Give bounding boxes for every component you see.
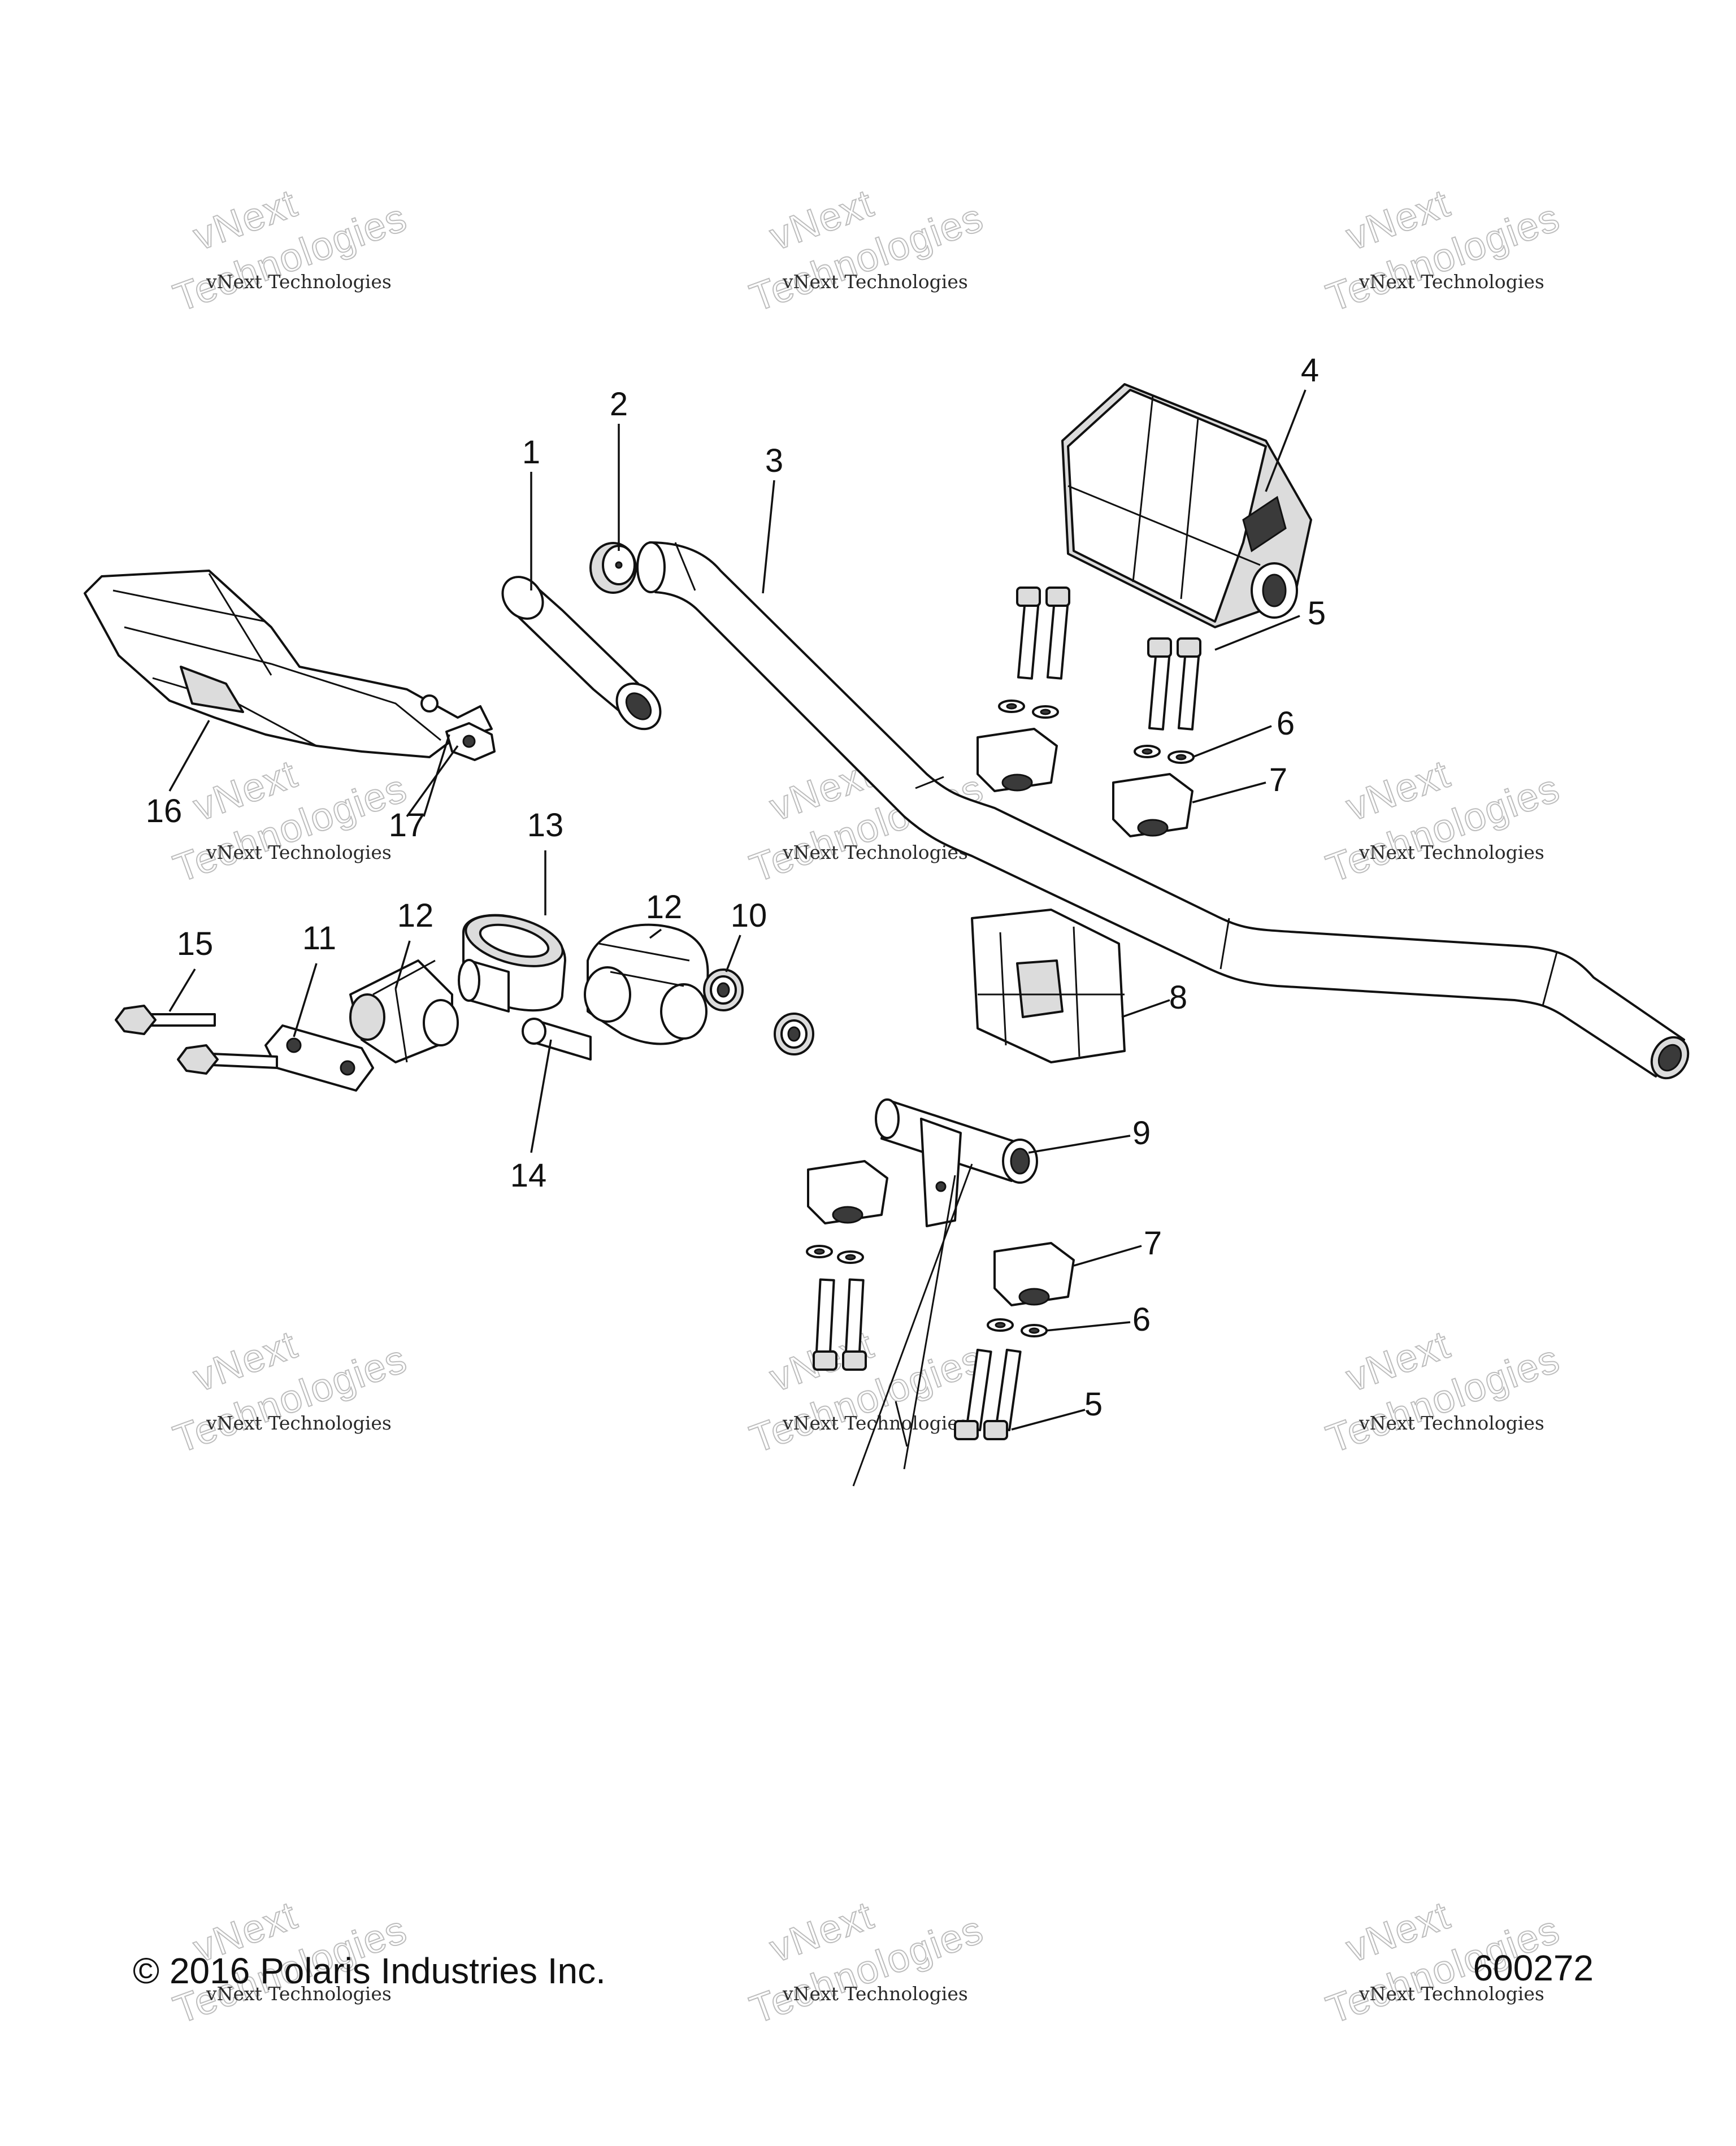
mount-clamp-right-part[interactable] — [584, 923, 709, 1045]
watermark-text: vNext Technologies — [206, 1412, 392, 1434]
watermark: vNext Technologies vNext Technologies — [1320, 751, 1566, 891]
callout-12: 12 — [646, 889, 683, 926]
watermark: vNext Technologies vNext Technologies — [744, 1322, 989, 1462]
watermark-text: vNext Technologies — [1359, 1412, 1544, 1434]
bar-end-cap-part[interactable] — [589, 542, 637, 594]
bar-clamps-upper-part[interactable] — [976, 728, 1194, 837]
mount-bolts-part[interactable] — [115, 1005, 278, 1075]
watermark-text: vNext Technologies — [1359, 1983, 1544, 2005]
footer: © 2016 Polaris Industries Inc. 600272 — [133, 1948, 1594, 1991]
callout-9: 9 — [1132, 1115, 1151, 1152]
callout-11: 11 — [302, 920, 336, 957]
watermark-text: vNext Technologies — [782, 271, 968, 293]
callout-7: 7 — [1269, 762, 1287, 798]
bolts-upper-part[interactable] — [1016, 587, 1201, 731]
bar-clamps-lower-part[interactable] — [807, 1160, 1075, 1306]
copyright-text: © 2016 Polaris Industries Inc. — [133, 1950, 606, 1991]
watermark: vNext Technologies vNext Technologies — [167, 180, 413, 320]
watermark-text: vNext Technologies — [206, 1983, 392, 2005]
callout-5: 5 — [1308, 595, 1326, 632]
callout-labels: 1 2 3 4 5 6 7 8 9 7 6 5 10 11 12 12 13 1… — [146, 352, 1326, 1423]
watermark: vNext Technologies vNext Technologies — [744, 1892, 989, 2032]
watermarks: vNext Technologies vNext Technologies vN… — [167, 180, 1566, 2032]
riser-block-part[interactable] — [971, 909, 1126, 1063]
spacers-part[interactable] — [458, 959, 592, 1061]
callout-6: 6 — [1277, 705, 1295, 742]
callout-7: 7 — [1144, 1225, 1162, 1262]
diagram-number: 600272 — [1473, 1948, 1594, 1988]
bar-pad-part[interactable] — [1061, 383, 1312, 628]
callout-15: 15 — [177, 926, 214, 962]
bolts-lower-part[interactable] — [813, 1278, 1022, 1440]
washers-lower-part[interactable] — [806, 1245, 1048, 1337]
callout-1: 1 — [522, 434, 540, 471]
watermark-text: vNext Technologies — [206, 271, 392, 293]
hand-guard-part[interactable] — [84, 570, 493, 758]
callout-17: 17 — [389, 807, 426, 844]
watermark: vNext Technologies vNext Technologies — [1320, 180, 1566, 320]
callout-4: 4 — [1301, 352, 1319, 389]
callout-8: 8 — [1169, 979, 1187, 1016]
bushings-part[interactable] — [703, 968, 814, 1055]
callout-3: 3 — [765, 442, 783, 479]
washers-upper-part[interactable] — [998, 700, 1195, 764]
leader-lines — [168, 389, 1307, 1431]
watermark-text: vNext Technologies — [1359, 841, 1544, 863]
callout-10: 10 — [731, 897, 767, 934]
mount-clamp-left-part[interactable] — [349, 959, 459, 1063]
watermark: vNext Technologies vNext Technologies — [167, 1322, 413, 1462]
watermark: vNext Technologies vNext Technologies — [167, 751, 413, 891]
watermark-text: vNext Technologies — [1359, 271, 1544, 293]
watermark-text: vNext Technologies — [206, 841, 392, 863]
handlebar-part[interactable] — [636, 541, 1695, 1085]
hand-guard-clamp-part[interactable] — [445, 722, 496, 761]
callout-13: 13 — [527, 807, 564, 844]
callout-5: 5 — [1084, 1386, 1103, 1423]
callout-6: 6 — [1132, 1301, 1151, 1338]
callout-16: 16 — [146, 793, 183, 829]
callout-12: 12 — [397, 897, 434, 934]
grip-part[interactable] — [494, 569, 670, 738]
callout-2: 2 — [610, 386, 628, 423]
watermark: vNext Technologies vNext Technologies — [744, 180, 989, 320]
watermark-text: vNext Technologies — [782, 1412, 968, 1434]
watermark: vNext Technologies vNext Technologies — [1320, 1322, 1566, 1462]
watermark-text: vNext Technologies — [782, 841, 968, 863]
steering-post-part[interactable] — [852, 1098, 1038, 1487]
watermark-text: vNext Technologies — [782, 1983, 968, 2005]
callout-14: 14 — [510, 1157, 547, 1194]
